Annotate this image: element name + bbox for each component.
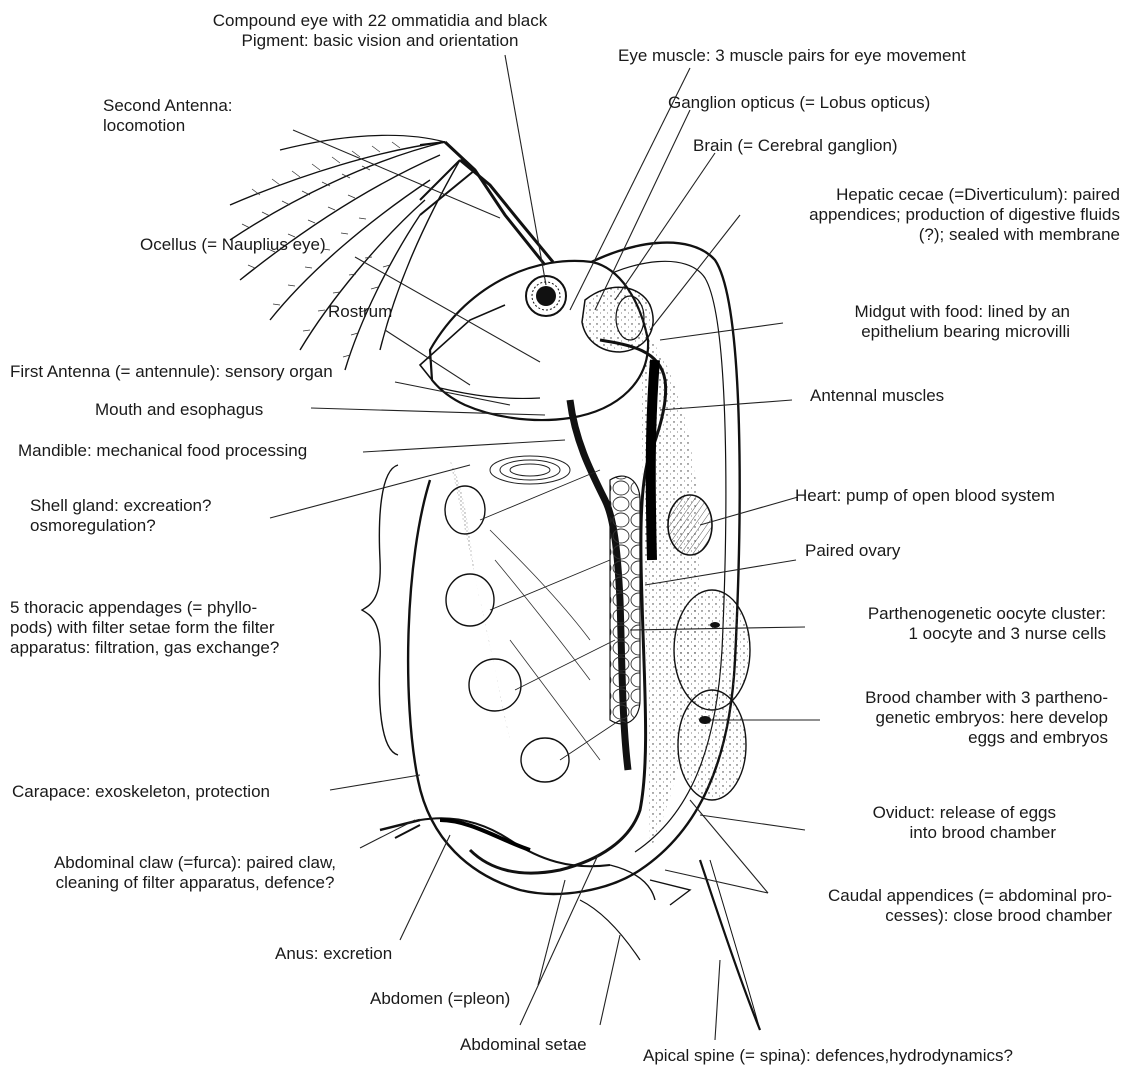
label-midgut: Midgut with food: lined by an epithelium… xyxy=(760,302,1070,342)
label-antennal-muscles: Antennal muscles xyxy=(810,386,1010,406)
label-abdominal-setae: Abdominal setae xyxy=(460,1035,620,1055)
label-mouth: Mouth and esophagus xyxy=(95,400,355,420)
label-mandible: Mandible: mechanical food processing xyxy=(18,441,378,461)
label-oviduct: Oviduct: release of eggs into brood cham… xyxy=(820,803,1056,843)
label-second-antenna: Second Antenna: locomotion xyxy=(103,96,303,136)
label-rostrum: Rostrum xyxy=(328,302,448,322)
label-shell-gland: Shell gland: excreation? osmoregulation? xyxy=(30,496,290,536)
label-caudal-appendices: Caudal appendices (= abdominal pro- cess… xyxy=(770,886,1112,926)
label-paired-ovary: Paired ovary xyxy=(805,541,1005,561)
ovary xyxy=(610,476,640,724)
label-ganglion-opticus: Ganglion opticus (= Lobus opticus) xyxy=(668,93,1028,113)
label-eye-muscle: Eye muscle: 3 muscle pairs for eye movem… xyxy=(618,46,1098,66)
label-brood-chamber: Brood chamber with 3 partheno- genetic e… xyxy=(820,688,1108,748)
label-abdominal-claw: Abdominal claw (=furca): paired claw, cl… xyxy=(20,853,370,893)
label-apical-spine: Apical spine (= spina): defences,hydrody… xyxy=(643,1046,1093,1066)
label-brain: Brain (= Cerebral ganglion) xyxy=(693,136,993,156)
label-anus: Anus: excretion xyxy=(275,944,435,964)
label-carapace: Carapace: exoskeleton, protection xyxy=(12,782,352,802)
thoracic-appendages xyxy=(445,460,620,782)
heart xyxy=(668,495,712,555)
label-first-antenna: First Antenna (= antennule): sensory org… xyxy=(10,362,410,382)
label-thoracic-appendages: 5 thoracic appendages (= phyllo- pods) w… xyxy=(10,598,370,658)
label-oocyte-cluster: Parthenogenetic oocyte cluster: 1 oocyte… xyxy=(800,604,1106,644)
label-abdomen: Abdomen (=pleon) xyxy=(370,989,550,1009)
label-compound-eye: Compound eye with 22 ommatidia and black… xyxy=(180,11,580,51)
label-heart: Heart: pump of open blood system xyxy=(795,486,1115,506)
label-hepatic-cecae: Hepatic cecae (=Diverticulum): paired ap… xyxy=(740,185,1120,245)
label-ocellus: Ocellus (= Nauplius eye) xyxy=(140,235,400,255)
shell-gland xyxy=(490,456,570,484)
